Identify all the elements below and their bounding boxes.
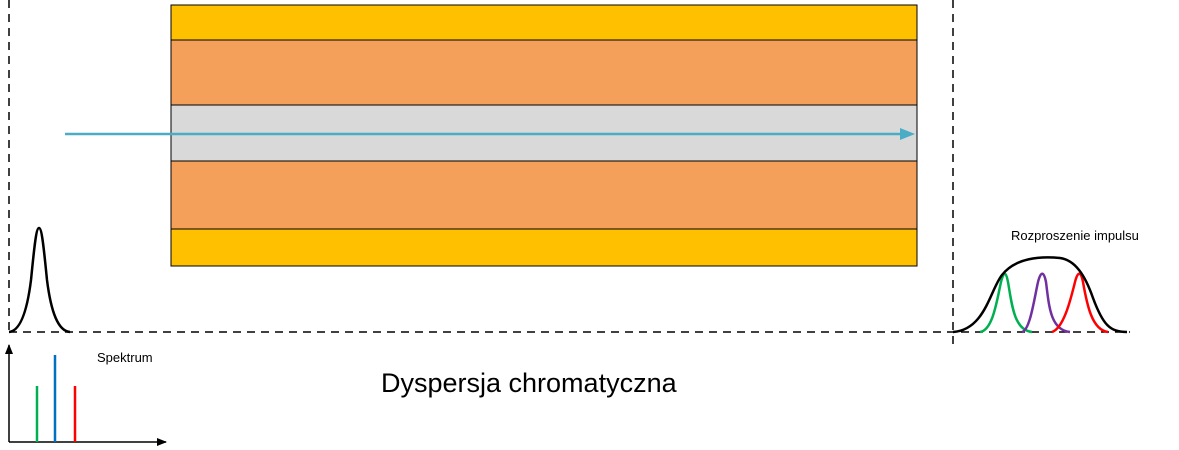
output-pulse-purple xyxy=(1021,272,1071,334)
fiber-cladding-bottom xyxy=(170,160,918,230)
output-pulses xyxy=(952,256,1128,334)
output-pulse-green xyxy=(979,272,1033,334)
fiber-cladding-top xyxy=(170,39,918,106)
arrow-right-icon xyxy=(900,128,915,140)
fiber-jacket-bottom xyxy=(170,228,918,267)
output-envelope xyxy=(952,256,1128,334)
input-pulse xyxy=(8,226,71,334)
diagram-title: Dyspersja chromatyczna xyxy=(381,368,678,398)
output-pulse-red xyxy=(1051,272,1109,334)
light-ray xyxy=(65,128,915,140)
fiber-jacket-top xyxy=(170,4,918,41)
pulse-spread-label: Rozproszenie impulsu xyxy=(1011,228,1139,243)
spectrum-label: Spektrum xyxy=(97,350,153,365)
dashed-frame xyxy=(8,0,1130,345)
optical-fiber xyxy=(170,4,918,267)
spectrum-axes xyxy=(4,344,167,446)
